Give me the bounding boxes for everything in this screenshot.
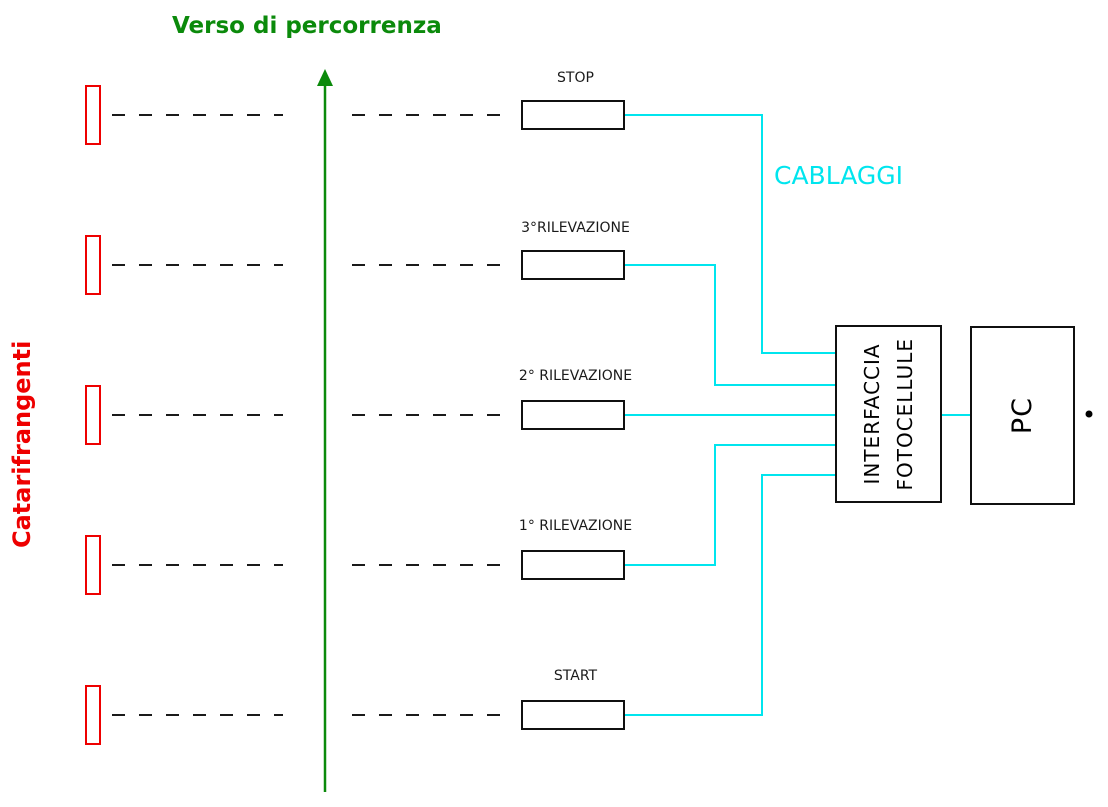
- diagram-title: Verso di percorrenza: [172, 13, 442, 39]
- wire-start: [625, 474, 835, 716]
- reflector-rilevazione-3: [85, 235, 101, 295]
- wire-rilevazione-1: [625, 444, 835, 566]
- fotocellule-line: FOTOCELLULE: [892, 337, 917, 491]
- sensor-label-stop: STOP: [557, 70, 594, 86]
- direction-arrow-icon: [317, 69, 333, 792]
- wire-stop: [625, 114, 835, 354]
- sensor-box-rilevazione-2: [521, 400, 625, 430]
- sensor-box-start: [521, 700, 625, 730]
- interfaccia-fotocellule-label: INTERFACCIA FOTOCELLULE: [856, 338, 922, 491]
- endpoint-dot-icon: [1085, 410, 1093, 418]
- sensor-box-rilevazione-1: [521, 550, 625, 580]
- beam-dashed-lines-left: [112, 114, 283, 716]
- sensor-label-rilevazione-3: 3°RILEVAZIONE: [521, 220, 630, 236]
- sensor-label-rilevazione-1: 1° RILEVAZIONE: [518, 518, 633, 534]
- pc-box: PC: [970, 326, 1075, 505]
- reflector-rilevazione-1: [85, 535, 101, 595]
- cablaggi-label: CABLAGGI: [774, 161, 903, 190]
- sensor-box-rilevazione-3: [521, 250, 625, 280]
- sensor-box-stop: [521, 100, 625, 130]
- reflector-stop: [85, 85, 101, 145]
- reflector-rilevazione-2: [85, 385, 101, 445]
- cablaggi-wires: [625, 114, 970, 716]
- interfaccia-fotocellule-box: INTERFACCIA FOTOCELLULE: [835, 325, 942, 503]
- sensor-label-rilevazione-2: 2° RILEVAZIONE: [518, 368, 633, 384]
- pc-label: PC: [1007, 396, 1038, 435]
- wire-rilevazione-3: [625, 264, 835, 386]
- beam-dashed-lines-right: [352, 114, 508, 716]
- reflector-start: [85, 685, 101, 745]
- interfaccia-line: INTERFACCIA: [859, 343, 884, 485]
- sensor-label-start: START: [553, 668, 598, 684]
- catarifrangenti-label: Catarifrangenti: [8, 340, 36, 548]
